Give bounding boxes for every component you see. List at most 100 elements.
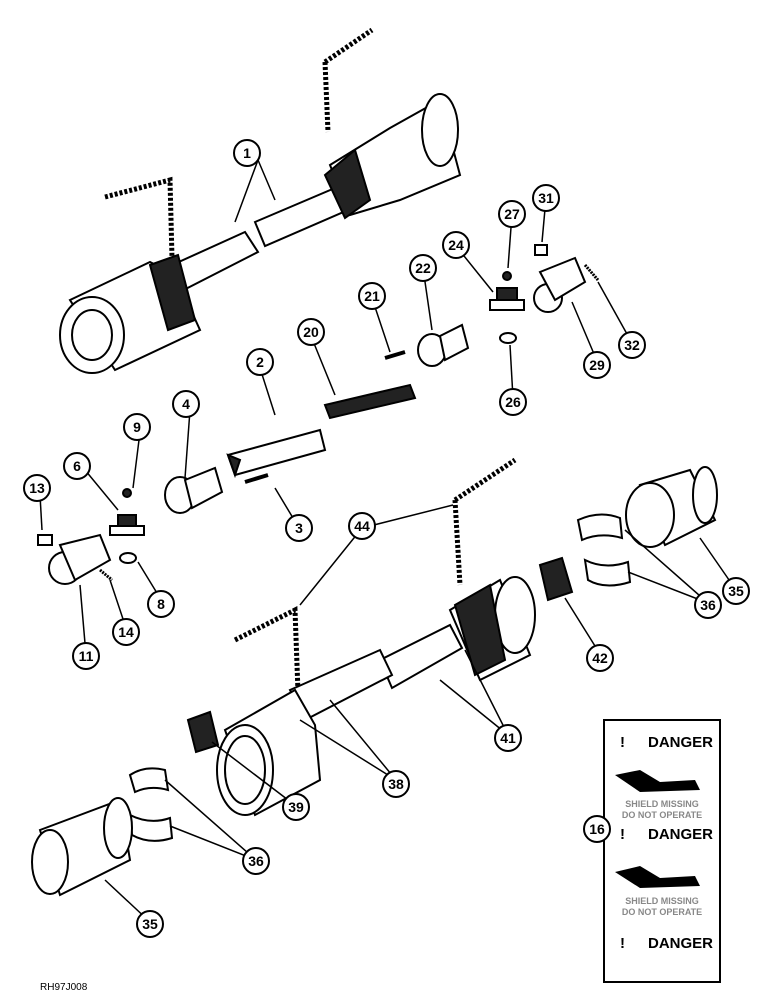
outer-profile-tube [226, 428, 327, 477]
callout-label: 26 [505, 394, 521, 410]
callout-label: 20 [303, 324, 319, 340]
callout-circle [246, 348, 274, 376]
decal-warning-line-1a: SHIELD MISSING [625, 799, 699, 809]
callout-22: 22 [409, 254, 437, 282]
callout-circle [348, 512, 376, 540]
callout-label: 13 [29, 480, 45, 496]
callout-35: 35 [722, 577, 750, 605]
upper-driveline-assembly [59, 27, 462, 374]
decal-warning-line-2a: DO NOT OPERATE [622, 810, 702, 820]
callout-label: 27 [504, 206, 520, 222]
callout-label: 29 [589, 357, 605, 373]
callout-layer: 1234689111314162021222426272931323535363… [23, 139, 750, 938]
danger-decal-16: ! DANGER SHIELD MISSING DO NOT OPERATE !… [603, 719, 721, 983]
callout-label: 8 [157, 596, 165, 612]
callout-circle [147, 590, 175, 618]
callout-36: 36 [694, 591, 722, 619]
upper-right-chain [322, 27, 374, 133]
callout-label: 32 [624, 337, 640, 353]
callout-circle [63, 452, 91, 480]
callout-label: 2 [256, 354, 264, 370]
bearing-half-36-right-a [576, 513, 624, 542]
callout-circle [409, 254, 437, 282]
callout-label: 36 [248, 853, 264, 869]
locking-spring-14 [99, 568, 113, 582]
spring-pin-upper [384, 350, 406, 360]
callout-16: 16 [583, 815, 611, 843]
warning-triangle-icon: ! [620, 935, 625, 952]
quick-disconnect-yoke-29 [533, 256, 587, 313]
callout-circle [722, 577, 750, 605]
callout-circle [583, 815, 611, 843]
callout-4: 4 [172, 390, 200, 418]
inner-profile-tube [323, 383, 417, 420]
end-shield-35-left [31, 797, 133, 897]
exploded-inner-parts [37, 244, 600, 585]
callout-circle [532, 184, 560, 212]
grease-fitting-27 [502, 271, 512, 281]
callout-9: 9 [123, 413, 151, 441]
callout-20: 20 [297, 318, 325, 346]
bearing-half-36-right-b [583, 558, 632, 587]
callout-14: 14 [112, 618, 140, 646]
callout-24: 24 [442, 231, 470, 259]
shield-bearing-39 [186, 710, 220, 754]
callout-label: 41 [500, 730, 516, 746]
callout-circle [282, 793, 310, 821]
callout-label: 6 [73, 458, 81, 474]
warning-triangle-icon: ! [620, 734, 625, 751]
callout-label: 31 [538, 190, 554, 206]
retaining-ring-8 [119, 552, 137, 564]
callout-circle [242, 847, 270, 875]
quick-disconnect-yoke-11 [48, 533, 112, 585]
callout-circle [136, 910, 164, 938]
callout-27: 27 [498, 200, 526, 228]
shield-bearing-42 [538, 556, 574, 602]
callout-2: 2 [246, 348, 274, 376]
lower-driveline-assembly [31, 457, 718, 897]
callout-label: 4 [182, 396, 190, 412]
grease-fitting-9 [122, 488, 132, 498]
callout-44: 44 [348, 512, 376, 540]
warning-triangle-icon: ! [620, 826, 625, 843]
callout-31: 31 [532, 184, 560, 212]
callout-label: 38 [388, 776, 404, 792]
decal-heading-3: DANGER [648, 935, 713, 952]
callout-13: 13 [23, 474, 51, 502]
callout-label: 21 [364, 288, 380, 304]
decal-warning-line-2b: DO NOT OPERATE [622, 907, 702, 917]
callout-11: 11 [72, 642, 100, 670]
callout-circle [382, 770, 410, 798]
callout-36: 36 [242, 847, 270, 875]
callout-circle [285, 514, 313, 542]
callout-label: 1 [243, 145, 251, 161]
callout-label: 22 [415, 260, 431, 276]
callout-label: 44 [354, 518, 370, 534]
callout-circle [297, 318, 325, 346]
bearing-half-36-left-b [128, 813, 174, 842]
callout-label: 16 [589, 821, 605, 837]
callout-circle [618, 331, 646, 359]
callout-41: 41 [494, 724, 522, 752]
callout-circle [694, 591, 722, 619]
end-shield-35-right [625, 466, 718, 548]
callout-29: 29 [583, 351, 611, 379]
callout-label: 24 [448, 237, 464, 253]
upper-left-chain [104, 176, 175, 259]
callout-label: 14 [118, 624, 134, 640]
entanglement-pictogram-icon [615, 866, 700, 888]
callout-39: 39 [282, 793, 310, 821]
callout-35: 35 [136, 910, 164, 938]
decal-heading-2: DANGER [648, 826, 713, 843]
callout-label: 42 [592, 650, 608, 666]
callout-26: 26 [499, 388, 527, 416]
callout-42: 42 [586, 644, 614, 672]
locking-bolt-13 [37, 534, 53, 546]
callout-6: 6 [63, 452, 91, 480]
callout-circle [498, 200, 526, 228]
entanglement-pictogram-icon [615, 770, 700, 792]
bearing-half-36-left-a [128, 767, 170, 794]
callout-label: 35 [142, 916, 158, 932]
callout-3: 3 [285, 514, 313, 542]
callout-circle [442, 231, 470, 259]
